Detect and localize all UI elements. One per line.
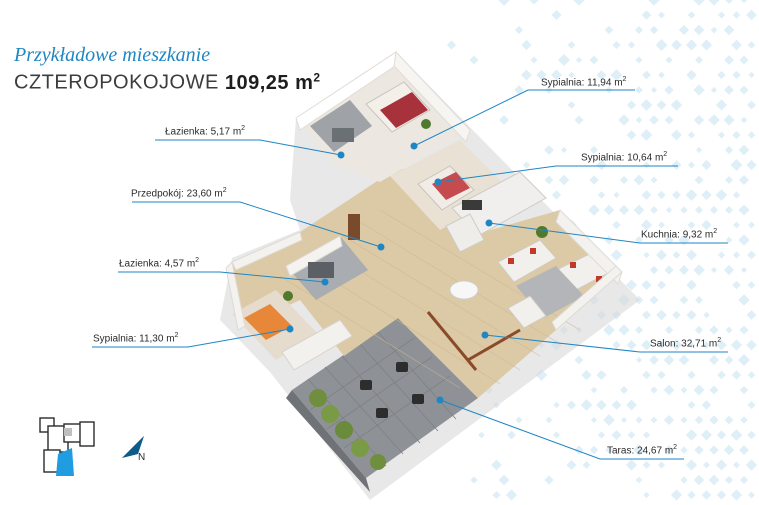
label-lazienka-517: Łazienka: 5,17 m2	[165, 125, 245, 137]
label-salon: Salon: 32,71 m2	[650, 337, 721, 349]
label-sypialnia-1064: Sypialnia: 10,64 m2	[581, 151, 667, 163]
entrance-door	[348, 214, 360, 240]
north-arrow-icon: N	[118, 428, 154, 464]
building-location-minimap	[38, 414, 98, 480]
dining-table	[450, 281, 478, 299]
label-kuchnia: Kuchnia: 9,32 m2	[641, 228, 717, 240]
label-przedpokoj: Przedpokój: 23,60 m2	[131, 187, 227, 199]
svg-text:N: N	[138, 452, 145, 463]
label-taras: Taras: 24,67 m2	[607, 444, 677, 456]
label-lazienka-457: Łazienka: 4,57 m2	[119, 257, 199, 269]
label-sypialnia-1130: Sypialnia: 11,30 m2	[93, 332, 178, 344]
label-sypialnia-1194: Sypialnia: 11,94 m2	[541, 76, 626, 88]
